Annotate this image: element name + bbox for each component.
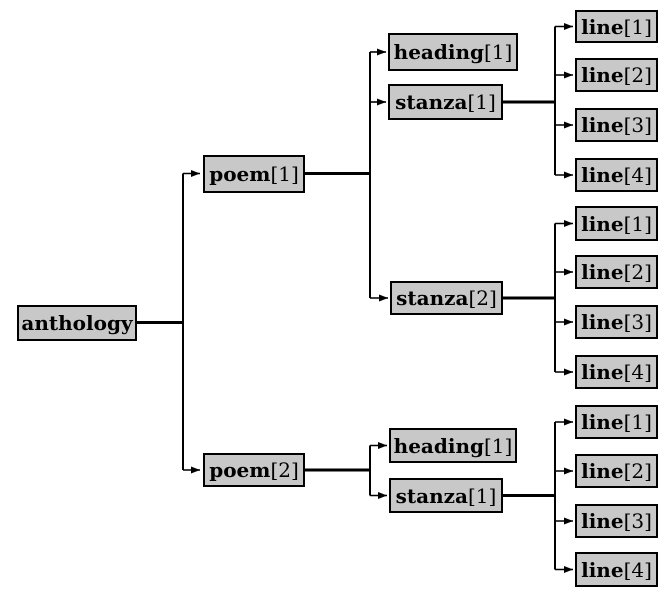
node-index: [1] bbox=[623, 211, 652, 236]
edges-anthology-to-poems bbox=[137, 170, 200, 474]
node-label: stanza bbox=[395, 90, 468, 114]
node-poem2-stanza1-line-1: line[1] bbox=[575, 405, 658, 439]
node-label: line bbox=[581, 410, 624, 434]
node-label: poem bbox=[209, 458, 271, 482]
node-label: heading bbox=[393, 40, 484, 64]
node-index: [1] bbox=[623, 14, 652, 39]
node-label: line bbox=[581, 113, 624, 137]
node-label: line bbox=[581, 211, 624, 236]
node-index: [3] bbox=[623, 113, 652, 137]
node-label: line bbox=[581, 14, 624, 39]
node-label: stanza bbox=[396, 286, 469, 310]
node-anthology: anthology bbox=[17, 305, 137, 341]
node-label: line bbox=[581, 63, 624, 87]
node-poem1-stanza1-line-3: line[3] bbox=[575, 108, 658, 142]
node-label: poem bbox=[209, 162, 271, 186]
node-poem1-stanza-1: stanza[1] bbox=[388, 84, 503, 120]
node-label: line bbox=[581, 557, 624, 582]
node-label: line bbox=[581, 459, 624, 483]
node-label: line bbox=[581, 260, 624, 284]
node-poem-1: poem[1] bbox=[203, 155, 305, 193]
node-index: [4] bbox=[623, 360, 652, 384]
node-poem2-stanza1-line-4: line[4] bbox=[575, 552, 658, 587]
node-poem1-stanza2-line-4: line[4] bbox=[575, 355, 658, 389]
node-index: [1] bbox=[484, 40, 513, 64]
node-label: line bbox=[581, 310, 624, 334]
node-poem1-heading-1: heading[1] bbox=[388, 33, 518, 71]
edges-p2-stanza1-to-lines bbox=[503, 418, 573, 573]
node-index: [1] bbox=[467, 483, 497, 508]
node-index: [1] bbox=[484, 433, 513, 458]
node-poem1-stanza1-line-4: line[4] bbox=[575, 158, 658, 192]
node-label: line bbox=[581, 163, 624, 187]
node-label: heading bbox=[393, 433, 484, 458]
node-label: line bbox=[581, 360, 624, 384]
node-index: [3] bbox=[623, 310, 652, 334]
edges-poem2-to-children bbox=[305, 442, 387, 499]
node-index: [1] bbox=[623, 410, 652, 434]
node-index: [2] bbox=[468, 286, 497, 310]
node-poem1-stanza2-line-3: line[3] bbox=[575, 305, 658, 339]
node-index: [2] bbox=[623, 260, 652, 284]
node-poem2-stanza1-line-2: line[2] bbox=[575, 454, 658, 488]
edges-p1-stanza2-to-lines bbox=[503, 220, 573, 376]
node-index: [2] bbox=[623, 63, 652, 87]
node-index: [2] bbox=[623, 459, 652, 483]
node-index: [4] bbox=[623, 557, 652, 582]
node-label: stanza bbox=[395, 483, 468, 508]
node-index: [4] bbox=[623, 163, 652, 187]
node-poem1-stanza2-line-2: line[2] bbox=[575, 255, 658, 289]
edges-poem1-to-children bbox=[305, 48, 388, 302]
node-poem2-heading-1: heading[1] bbox=[389, 428, 517, 463]
node-poem1-stanza2-line-1: line[1] bbox=[575, 206, 658, 241]
node-index: [2] bbox=[270, 458, 299, 482]
edges-p1-stanza1-to-lines bbox=[503, 23, 573, 179]
node-poem1-stanza-2: stanza[2] bbox=[390, 281, 503, 315]
node-label: line bbox=[581, 509, 624, 533]
node-index: [1] bbox=[270, 162, 299, 186]
node-poem1-stanza1-line-1: line[1] bbox=[575, 10, 658, 43]
node-poem2-stanza1-line-3: line[3] bbox=[575, 504, 658, 538]
node-index: [1] bbox=[467, 90, 496, 114]
node-poem1-stanza1-line-2: line[2] bbox=[575, 58, 658, 92]
node-index: [3] bbox=[623, 509, 652, 533]
node-poem2-stanza-1: stanza[1] bbox=[389, 478, 503, 513]
node-label: anthology bbox=[21, 311, 133, 335]
node-poem-2: poem[2] bbox=[203, 453, 305, 487]
